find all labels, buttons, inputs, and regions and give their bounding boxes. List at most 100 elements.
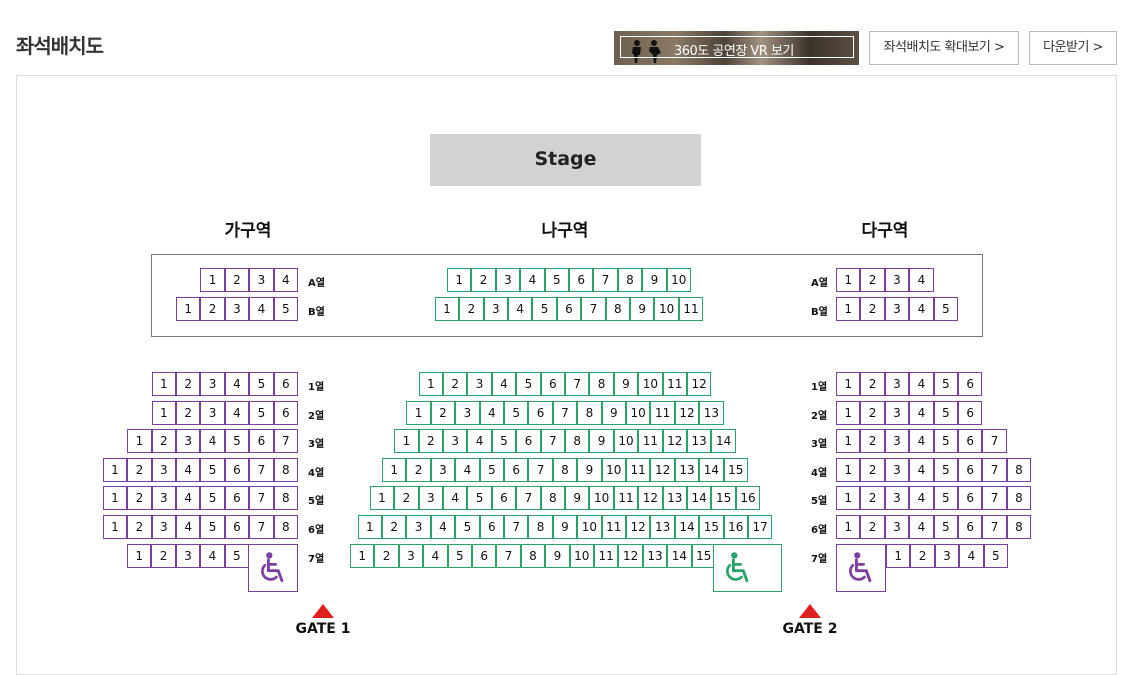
seat-na[interactable]: 1 [418, 372, 443, 396]
seat-na[interactable]: 6 [491, 486, 517, 510]
seat-na[interactable]: 1 [394, 429, 419, 453]
seat-da[interactable]: 8 [1006, 458, 1032, 482]
seat-ga[interactable]: 5 [200, 458, 225, 482]
seat-na[interactable]: 5 [455, 515, 480, 539]
seat-ga[interactable]: 1 [151, 401, 176, 425]
seat-na[interactable]: 8 [589, 372, 614, 396]
seat-da[interactable]: 5 [933, 486, 958, 510]
seat-na[interactable]: 1 [406, 401, 431, 425]
seat-da[interactable]: 5 [933, 401, 958, 425]
seat-da[interactable]: 3 [884, 297, 910, 321]
seat-da[interactable]: 7 [982, 458, 1007, 482]
seat-ga[interactable]: 4 [249, 297, 274, 321]
seat-ga[interactable]: 2 [176, 401, 201, 425]
seat-na[interactable]: 12 [687, 372, 712, 396]
seat-ga[interactable]: 2 [224, 268, 250, 292]
seat-na[interactable]: 2 [443, 372, 468, 396]
seat-na[interactable]: 11 [650, 401, 675, 425]
seat-na[interactable]: 9 [545, 544, 570, 568]
seat-na[interactable]: 7 [552, 401, 578, 425]
seat-na[interactable]: 9 [589, 429, 614, 453]
seat-ga[interactable]: 5 [200, 515, 225, 539]
seat-ga[interactable]: 1 [127, 429, 152, 453]
seat-ga[interactable]: 3 [224, 297, 250, 321]
seat-ga[interactable]: 2 [127, 515, 152, 539]
seat-na[interactable]: 15 [699, 515, 724, 539]
seat-ga[interactable]: 4 [224, 372, 250, 396]
seat-na[interactable]: 6 [479, 515, 504, 539]
seat-na[interactable]: 4 [455, 458, 480, 482]
seat-da[interactable]: 4 [909, 458, 934, 482]
seat-da[interactable]: 4 [909, 372, 934, 396]
seat-ga[interactable]: 3 [200, 401, 225, 425]
seat-na[interactable]: 2 [406, 458, 431, 482]
seat-ga[interactable]: 7 [249, 515, 274, 539]
seat-ga[interactable]: 8 [273, 515, 298, 539]
seat-na[interactable]: 10 [626, 401, 651, 425]
seat-na[interactable]: 8 [577, 401, 602, 425]
seat-da[interactable]: 2 [860, 268, 885, 292]
seat-ga[interactable]: 6 [273, 372, 298, 396]
seat-ga[interactable]: 6 [224, 486, 250, 510]
seat-ga[interactable]: 6 [224, 515, 250, 539]
seat-ga[interactable]: 1 [151, 372, 176, 396]
seat-na[interactable]: 10 [589, 486, 614, 510]
seat-na[interactable]: 1 [350, 544, 375, 568]
seat-ga[interactable]: 3 [151, 486, 176, 510]
seat-da[interactable]: 4 [909, 515, 934, 539]
seat-na[interactable]: 7 [496, 544, 521, 568]
seat-da[interactable]: 6 [958, 429, 983, 453]
seat-ga[interactable]: 3 [151, 458, 176, 482]
seat-ga[interactable]: 7 [273, 429, 298, 453]
seat-ga[interactable]: 2 [127, 458, 152, 482]
seat-ga[interactable]: 1 [102, 515, 128, 539]
seat-da[interactable]: 4 [909, 401, 934, 425]
seat-na[interactable]: 4 [479, 401, 504, 425]
seat-na[interactable]: 15 [691, 544, 716, 568]
seat-na[interactable]: 3 [430, 458, 456, 482]
zoom-map-button[interactable]: 좌석배치도 확대보기 > [869, 31, 1019, 65]
seat-na[interactable]: 1 [447, 268, 472, 292]
seat-ga[interactable]: 2 [200, 297, 225, 321]
seat-na[interactable]: 3 [495, 268, 521, 292]
seat-ga[interactable]: 2 [176, 372, 201, 396]
seat-da[interactable]: 8 [1006, 515, 1032, 539]
seat-da[interactable]: 1 [836, 429, 861, 453]
seat-na[interactable]: 5 [447, 544, 472, 568]
seat-da[interactable]: 1 [836, 458, 861, 482]
seat-da[interactable]: 2 [860, 297, 885, 321]
seat-da[interactable]: 4 [959, 544, 984, 568]
seat-na[interactable]: 9 [601, 401, 626, 425]
seat-da[interactable]: 5 [933, 458, 958, 482]
seat-na[interactable]: 8 [605, 297, 630, 321]
seat-ga[interactable]: 4 [273, 268, 298, 292]
seat-da[interactable]: 6 [958, 515, 983, 539]
seat-ga[interactable]: 8 [273, 486, 298, 510]
seat-ga[interactable]: 1 [102, 458, 128, 482]
seat-na[interactable]: 4 [520, 268, 545, 292]
seat-da[interactable]: 7 [982, 429, 1007, 453]
seat-ga[interactable]: 7 [249, 458, 274, 482]
seat-na[interactable]: 5 [504, 401, 529, 425]
seat-ga[interactable]: 3 [151, 515, 176, 539]
seat-na[interactable]: 1 [434, 297, 460, 321]
seat-na[interactable]: 15 [723, 458, 748, 482]
seat-na[interactable]: 5 [516, 372, 541, 396]
seat-na[interactable]: 7 [593, 268, 618, 292]
seat-na[interactable]: 12 [662, 429, 687, 453]
seat-na[interactable]: 8 [552, 458, 578, 482]
seat-da[interactable]: 2 [860, 458, 885, 482]
seat-na[interactable]: 2 [418, 429, 443, 453]
seat-da[interactable]: 1 [836, 401, 861, 425]
seat-na[interactable]: 1 [382, 458, 407, 482]
seat-ga[interactable]: 6 [249, 429, 274, 453]
seat-na[interactable]: 14 [699, 458, 724, 482]
seat-na[interactable]: 17 [748, 515, 773, 539]
seat-ga[interactable]: 8 [273, 458, 298, 482]
seat-da[interactable]: 8 [1006, 486, 1032, 510]
seat-da[interactable]: 3 [884, 268, 910, 292]
seat-na[interactable]: 10 [654, 297, 679, 321]
seat-na[interactable]: 7 [565, 372, 590, 396]
seat-ga[interactable]: 6 [273, 401, 298, 425]
wheelchair-seat[interactable] [713, 544, 782, 592]
